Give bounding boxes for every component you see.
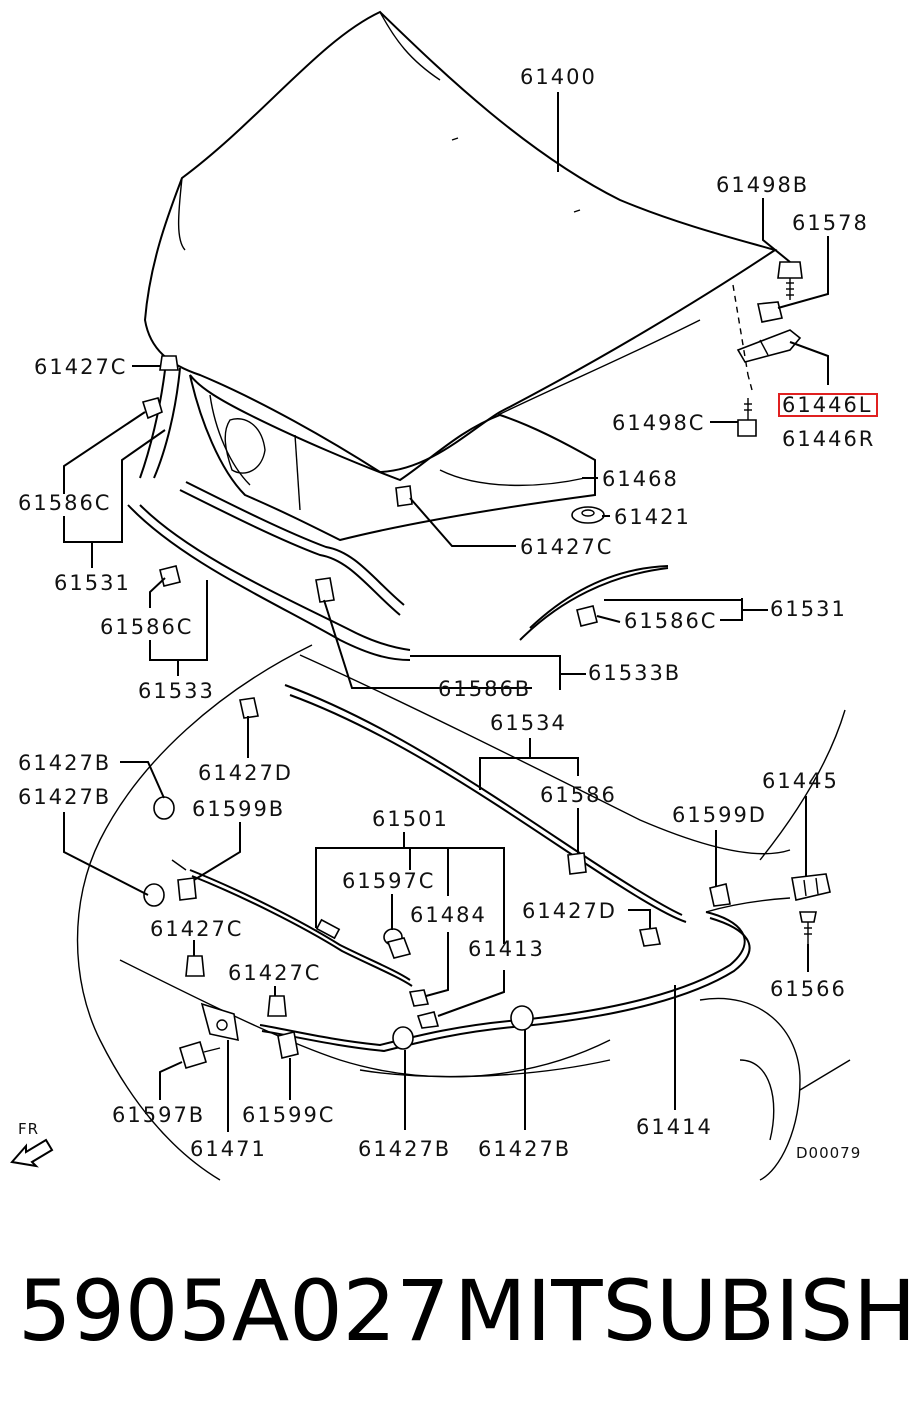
label-61533b: 61533B [588, 661, 681, 685]
diagram-code: D00079 [796, 1144, 861, 1162]
bumper-61427c-c [185, 955, 205, 977]
clip-61586c-b [159, 565, 181, 587]
screw-61566 [799, 911, 817, 944]
clip-61599d [709, 883, 731, 907]
label-61427b-a: 61427B [18, 751, 111, 775]
label-61427c-top: 61427C [34, 355, 127, 379]
label-61484: 61484 [410, 903, 487, 927]
label-61446r: 61446R [782, 427, 875, 451]
label-61531-right: 61531 [770, 597, 847, 621]
label-61421: 61421 [614, 505, 691, 529]
part-labels: 61400 61498B 61578 61446L 61446R 61498C … [18, 65, 875, 1162]
release-cable-61501 [189, 869, 413, 987]
clip-61586c-left [141, 397, 163, 420]
bumper-61427d-b [639, 927, 661, 947]
label-61597b: 61597B [112, 1103, 205, 1127]
label-61498b: 61498B [716, 173, 809, 197]
label-61413: 61413 [468, 937, 545, 961]
grommet-61421 [571, 506, 605, 524]
bumper-61427b-c [392, 1026, 414, 1050]
nut-61578 [757, 301, 783, 323]
label-61427b-d: 61427B [478, 1137, 571, 1161]
clip-61413 [416, 1011, 440, 1029]
label-61586c-b: 61586C [100, 615, 193, 639]
hood-hinge [732, 284, 802, 391]
label-fr: FR [18, 1120, 39, 1138]
label-61586c-right: 61586C [624, 609, 717, 633]
latch-61471 [200, 1002, 239, 1042]
brand-name: MITSUBISHI [454, 1262, 909, 1360]
highlight-box [778, 393, 878, 417]
clip-61586c-right [576, 605, 598, 627]
label-61578: 61578 [792, 211, 869, 235]
label-61427b-c: 61427B [358, 1137, 451, 1161]
label-61427d-b: 61427D [522, 899, 617, 923]
bolt-61597c [383, 928, 412, 959]
clip-61586 [567, 852, 587, 875]
part-number: 5905A027 [18, 1262, 450, 1360]
label-61566: 61566 [770, 977, 847, 1001]
bumper-61427b-d [510, 1005, 534, 1031]
label-61498c: 61498C [612, 411, 705, 435]
label-61599c: 61599C [242, 1103, 335, 1127]
seal-61531-left [139, 367, 181, 479]
bumper-61427d-a [239, 697, 259, 719]
leader-lines [63, 92, 829, 1132]
clip-61427c-top [159, 355, 179, 371]
body-outline [76, 644, 851, 1181]
seal-61533 [127, 504, 411, 661]
label-61471: 61471 [190, 1137, 267, 1161]
clip-61427c-mid [395, 485, 413, 507]
label-61414: 61414 [636, 1115, 713, 1139]
label-61427d-a: 61427D [198, 761, 293, 785]
latch-61445 [791, 873, 831, 901]
hood-panel [143, 10, 778, 474]
label-61427b-b: 61427B [18, 785, 111, 809]
label-61427c-d: 61427C [228, 961, 321, 985]
label-61586c-left: 61586C [18, 491, 111, 515]
bolt-61498b [777, 261, 803, 300]
label-61586b: 61586B [438, 677, 531, 701]
bumper-61427c-d [267, 995, 287, 1017]
hood-insulator [189, 374, 596, 542]
label-61599b: 61599B [192, 797, 285, 821]
label-61599d: 61599D [672, 803, 767, 827]
seal-61534 [284, 684, 687, 923]
seal-61533b [179, 481, 405, 616]
label-61427c-c: 61427C [150, 917, 243, 941]
seal-61531-right [519, 565, 669, 641]
clip-61484 [408, 989, 430, 1007]
label-61597c: 61597C [342, 869, 435, 893]
label-61445: 61445 [762, 769, 839, 793]
front-direction-arrow-icon [10, 1138, 54, 1168]
label-61531-left: 61531 [54, 571, 131, 595]
label-61446l: 61446L [782, 393, 873, 417]
label-61501: 61501 [372, 807, 449, 831]
label-61400: 61400 [520, 65, 597, 89]
label-61533: 61533 [138, 679, 215, 703]
bumper-61427b-a [153, 796, 175, 820]
clip-61599b [171, 859, 197, 901]
bolt-61498c [737, 398, 757, 437]
clip-61586b [315, 577, 335, 603]
label-61427c-mid: 61427C [520, 535, 613, 559]
bolt-61597b [179, 1041, 221, 1069]
label-61468: 61468 [602, 467, 679, 491]
label-61534: 61534 [490, 711, 567, 735]
label-61586: 61586 [540, 783, 617, 807]
clip-61599c [277, 1031, 299, 1059]
bumper-61427b-b [143, 883, 165, 907]
